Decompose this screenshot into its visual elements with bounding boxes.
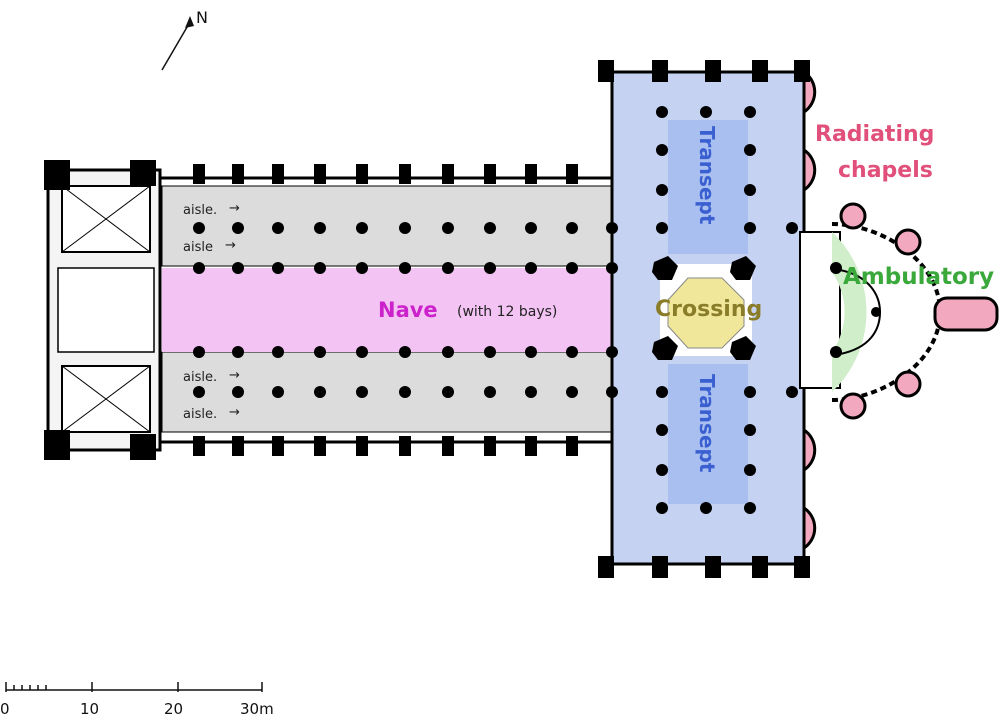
scale-bar [5, 682, 263, 692]
axial-chapel [933, 296, 999, 332]
nave-piers [193, 222, 618, 398]
transept-south-label: Transept [695, 374, 719, 473]
crossing-label: Crossing [655, 297, 763, 322]
nave-area [162, 268, 627, 352]
radiating-chapels-label-line2: chapels [838, 158, 933, 183]
west-front [46, 168, 162, 452]
aisle-arrow-icon: → [229, 201, 240, 216]
scale-tick-30m: 30m [240, 700, 274, 718]
north-aisles [161, 185, 623, 267]
crossing-piers [652, 256, 756, 360]
crossing-area [667, 277, 745, 349]
north-label: N [196, 8, 208, 27]
transept-piers [656, 106, 881, 514]
scale-tick-0: 0 [0, 700, 10, 718]
north-arrow-icon [161, 16, 194, 71]
nave-label: Nave [378, 298, 438, 322]
transept-north-label: Transept [695, 126, 719, 225]
transept-north-center [668, 120, 748, 254]
scale-tick-10: 10 [80, 700, 100, 718]
aisle-arrow-icon: → [225, 238, 236, 253]
south-aisles [161, 351, 623, 433]
aisle-label-3: aisle. [183, 370, 218, 385]
nave-note: (with 12 bays) [457, 304, 558, 320]
transept-south-center [668, 364, 748, 504]
aisle-arrow-icon: → [229, 405, 240, 420]
radiating-chapels-label-line1: Radiating [815, 122, 935, 147]
aisle-label-2: aisle [183, 240, 213, 255]
radiating-chapels [802, 69, 922, 551]
aisle-label-1: aisle. [183, 203, 218, 218]
ambulatory-label: Ambulatory [843, 264, 995, 290]
wall-buttresses [44, 60, 810, 578]
scale-tick-20: 20 [164, 700, 184, 718]
aisle-label-4: aisle. [183, 407, 218, 422]
aisle-arrow-icon: → [229, 368, 240, 383]
